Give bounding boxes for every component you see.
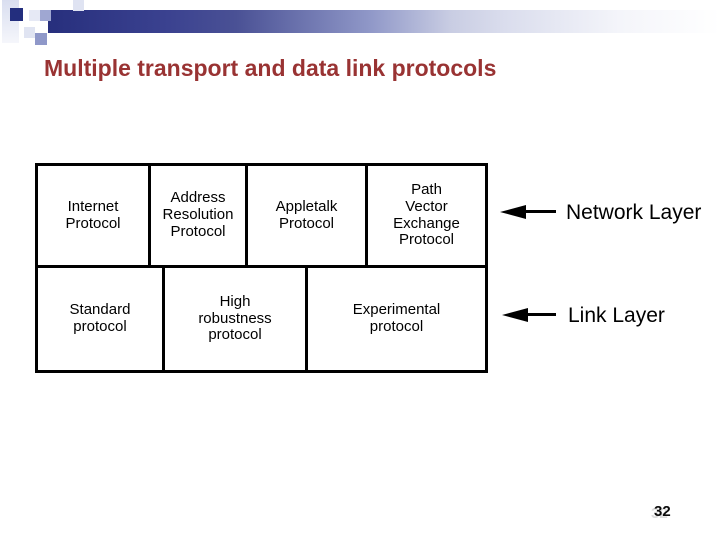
arrow-shaft xyxy=(524,210,556,213)
pixel-square-icon xyxy=(35,33,47,45)
link-layer-row: Standard protocol High robustness protoc… xyxy=(38,268,485,370)
arrow-shaft xyxy=(526,313,556,316)
box-experimental-protocol: Experimental protocol xyxy=(352,301,441,335)
pixel-square-icon xyxy=(2,0,19,43)
box-appletalk-protocol: Appletalk Protocol xyxy=(248,166,368,265)
left-arrow-icon xyxy=(500,205,526,219)
protocol-diagram: Internet Protocol Address Resolution Pro… xyxy=(35,163,488,373)
box-high-robustness-protocol: High robustness protocol xyxy=(165,268,308,370)
pixel-square-icon xyxy=(73,0,84,11)
link-layer-label: Link Layer xyxy=(568,304,665,327)
left-arrow-icon xyxy=(502,308,528,322)
pixel-square-icon xyxy=(10,8,23,21)
header-gradient-bar xyxy=(48,10,720,33)
pixel-square-icon xyxy=(24,27,35,38)
pixel-square-icon xyxy=(29,10,40,21)
pixel-square-icon xyxy=(40,10,51,21)
page-number: 32 xyxy=(654,503,671,520)
box-internet-protocol: Internet Protocol xyxy=(38,166,151,265)
network-layer-row: Internet Protocol Address Resolution Pro… xyxy=(38,166,485,268)
slide-title: Multiple transport and data link protoco… xyxy=(44,55,497,81)
box-standard-protocol: Standard protocol xyxy=(38,268,165,370)
box-address-resolution-protocol: Address Resolution Protocol xyxy=(151,166,248,265)
network-layer-label: Network Layer xyxy=(566,201,702,224)
box-path-vector-exchange-protocol: Path Vector Exchange Protocol xyxy=(393,180,460,249)
